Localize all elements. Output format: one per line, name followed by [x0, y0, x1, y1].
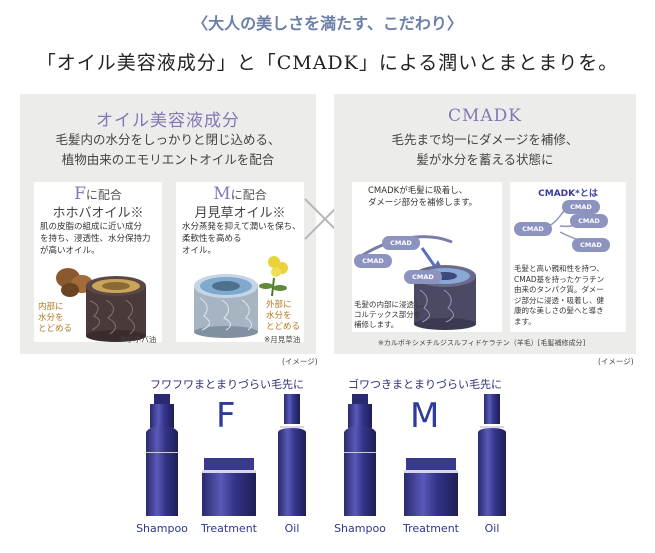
- f-oil-bottle: [278, 394, 306, 516]
- cmadk-definition-line-2: CMAD基を持ったケラチン: [514, 274, 605, 284]
- cmad-node-2: CMAD: [514, 222, 552, 236]
- m-shampoo-label: Shampoo: [334, 522, 386, 535]
- jojoba-hair-illustration: [56, 268, 146, 342]
- primrose-card-letter: M: [213, 184, 231, 204]
- primrose-footnote: ※月見草油: [264, 335, 301, 344]
- cmadk-definition-line-5: 康的な美しさの髪へと導き: [514, 306, 604, 315]
- jojoba-text-2: を持ち、浸透性、水分保持力: [40, 234, 151, 244]
- f-line-letter: F: [216, 396, 236, 436]
- m-treatment-label: Treatment: [403, 522, 459, 535]
- oil-serum-desc-1: 毛髪内の水分をしっかりと閉じ込める、: [55, 132, 281, 147]
- f-line-products: [146, 394, 306, 516]
- cmadk-diagram-text-3: 毛髪の内部に浸透し、: [354, 300, 429, 309]
- cmad-bubble-3: CMAD: [404, 270, 442, 284]
- primrose-text-3: オイル。: [182, 246, 217, 256]
- primrose-callout-3: とどめる: [266, 322, 301, 332]
- evening-primrose-card: Mに配合 月見草オイル※ 水分蒸発を抑えて潤いを保ち、 柔軟性を高める オイル。…: [176, 182, 304, 342]
- primrose-text-1: 水分蒸発を抑えて潤いを保ち、: [182, 222, 301, 232]
- jojoba-text-1: 肌の皮脂の組成に近い成分: [40, 222, 143, 232]
- cmadk-desc-2: 髪が水分を蓄える状態に: [416, 152, 554, 167]
- f-oil-label: Oil: [284, 522, 300, 535]
- primrose-callout-1: 外部に: [266, 300, 292, 310]
- m-line-products: [344, 394, 506, 516]
- f-treatment-jar: [202, 458, 256, 516]
- cmad-node-3: CMAD: [570, 214, 608, 228]
- cmad-bubble-1: CMAD: [382, 236, 420, 250]
- cmadk-definition-line-1: 毛髪と高い親和性を持つ、: [514, 264, 604, 273]
- cmadk-definition-box: CMADK*とは CMAD CMAD CMAD CMAD 毛髪と高い親和性を持つ…: [510, 182, 626, 332]
- tagline: 〈大人の美しさを満たす、こだわり〉: [192, 14, 463, 33]
- primrose-card-header: Mに配合: [176, 184, 304, 204]
- jojoba-card-header: Fに配合: [34, 184, 162, 204]
- primrose-text-2: 柔軟性を高める: [182, 234, 242, 244]
- cmad-node-1: CMAD: [562, 200, 600, 214]
- cmadk-diagram-text-2: ダメージ部分を補修します。: [368, 198, 478, 208]
- f-shampoo-label: Shampoo: [136, 522, 188, 535]
- f-line-heading: フワフワまとまりづらい毛先に: [150, 378, 304, 391]
- cmadk-panel: CMADK 毛先まで均一にダメージを補修、 髪が水分を蓄える状態に CMADKが…: [334, 94, 636, 354]
- primrose-hair-illustration: [194, 256, 288, 338]
- cmadk-diagram-text-4: コルテックス部分を: [354, 310, 422, 319]
- jojoba-text-3: が高いオイル。: [40, 246, 100, 256]
- cmadk-definition-line-4: ジ部分に浸透・吸着し、健: [514, 295, 604, 305]
- cmadk-definition-line-6: ます。: [514, 316, 536, 326]
- jojoba-card-letter: F: [74, 184, 86, 204]
- cmadk-definition-line-3: 由来のタンパク質。ダメー: [514, 285, 604, 294]
- f-shampoo-bottle: [146, 394, 178, 516]
- primrose-card-suffix: に配合: [230, 188, 267, 202]
- m-treatment-jar: [404, 458, 458, 516]
- jojoba-footnote: ※ホホバ油: [120, 335, 157, 344]
- cmadk-diagram-text-5: 補修します。: [354, 320, 399, 329]
- right-image-note: (イメージ): [598, 357, 634, 366]
- oil-serum-desc-2: 植物由来のエモリエントオイルを配合: [61, 152, 275, 167]
- jojoba-callout-2: 水分を: [38, 313, 64, 323]
- headline: 「オイル美容液成分」と「CMADK」による潤いとまとまりを。: [36, 52, 619, 74]
- primrose-callout-2: 水分を: [266, 311, 292, 321]
- cmadk-diagram-card: CMADKが毛髪に吸着し、 ダメージ部分を補修します。 CMAD CMAD CM…: [352, 182, 502, 332]
- cmadk-desc-1: 毛先まで均一にダメージを補修、: [391, 132, 579, 147]
- m-line-letter: M: [410, 396, 440, 436]
- primrose-oil-name: 月見草オイル※: [194, 206, 286, 221]
- oil-serum-panel: オイル美容液成分 毛髪内の水分をしっかりと閉じ込める、 植物由来のエモリエントオ…: [20, 94, 316, 354]
- jojoba-callout-1: 内部に: [38, 302, 64, 312]
- jojoba-oil-card: Fに配合 ホホバオイル※ 肌の皮脂の組成に近い成分 を持ち、浸透性、水分保持力 …: [34, 182, 162, 342]
- jojoba-oil-name: ホホバオイル※: [52, 206, 144, 221]
- cmadk-diagram-text-1: CMADKが毛髪に吸着し、: [368, 186, 468, 196]
- cmadk-definition-title: CMADK*とは: [538, 189, 598, 199]
- jojoba-callout-3: とどめる: [38, 324, 73, 334]
- cmadk-footnote: ※カルボキシメチルジスルフィドケラテン（羊毛）[毛髪補修成分]: [378, 339, 586, 347]
- f-treatment-label: Treatment: [201, 522, 257, 535]
- m-oil-bottle: [478, 394, 506, 516]
- cmadk-title: CMADK: [447, 106, 523, 126]
- cmad-bubble-2: CMAD: [354, 254, 392, 268]
- left-image-note: (イメージ): [282, 357, 318, 366]
- jojoba-card-suffix: に配合: [85, 188, 122, 202]
- m-shampoo-bottle: [344, 394, 376, 516]
- m-oil-label: Oil: [484, 522, 500, 535]
- oil-serum-title: オイル美容液成分: [96, 111, 240, 131]
- m-line-heading: ゴワつきまとまりづらい毛先に: [348, 378, 502, 391]
- cmad-node-4: CMAD: [572, 238, 610, 252]
